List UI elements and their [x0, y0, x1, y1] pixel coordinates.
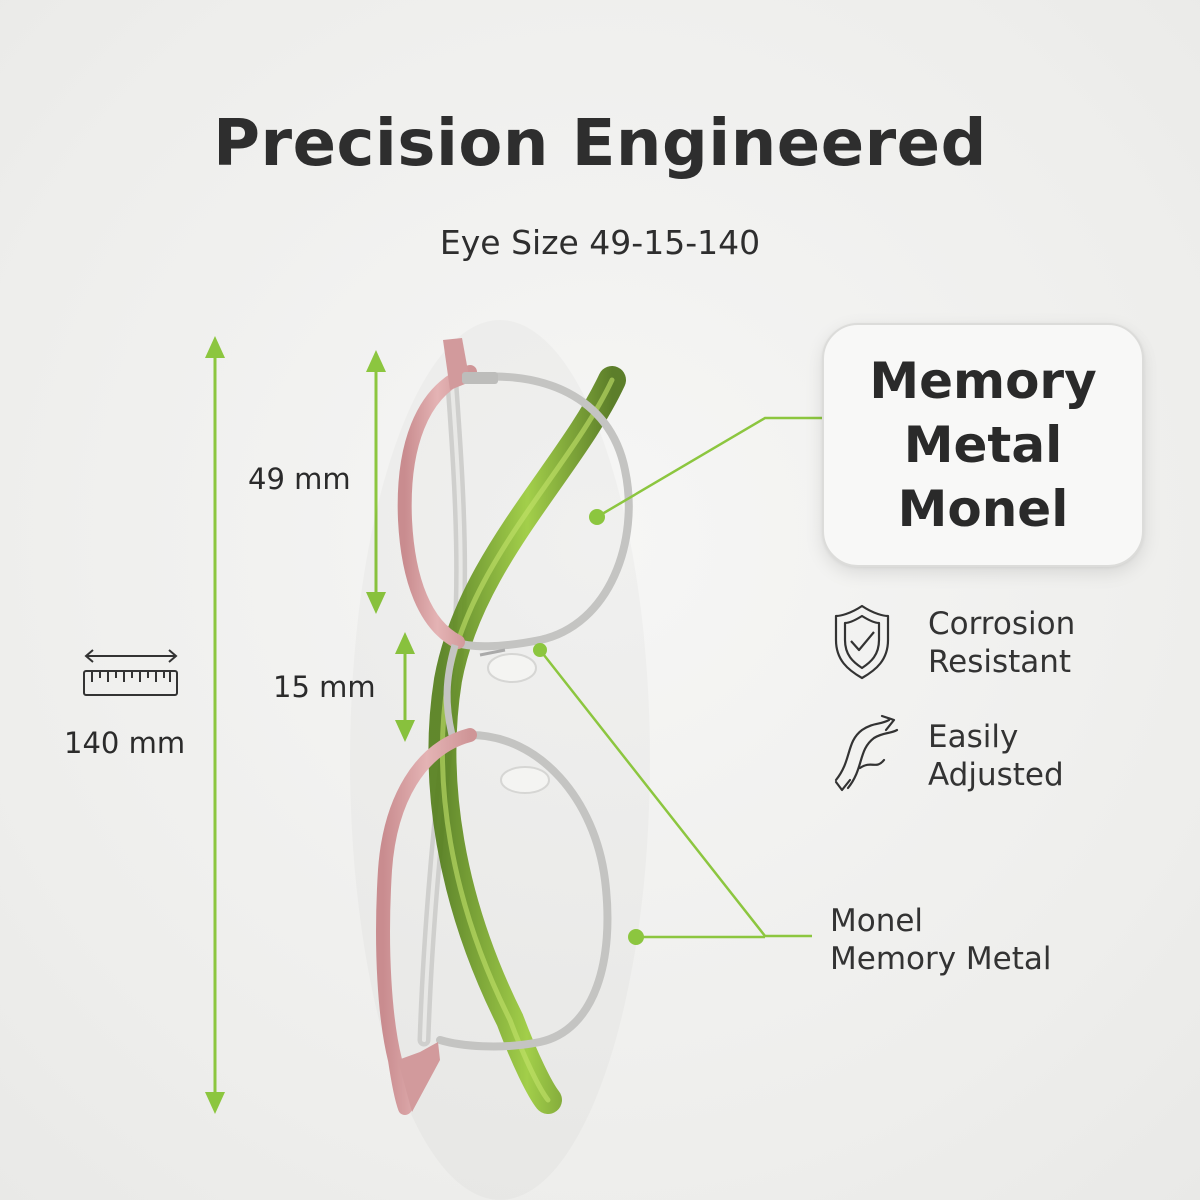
material-line-1: Memory — [869, 352, 1097, 410]
feature-easily-adjusted: Easily Adjusted — [928, 718, 1064, 794]
ruler-icon — [83, 649, 178, 696]
temple-length-arrow — [205, 336, 225, 1114]
feature-corrosion-resistant: Corrosion Resistant — [928, 605, 1075, 681]
feature-line: Adjusted — [928, 757, 1064, 793]
bridge — [443, 644, 459, 736]
bottom-lens-rim-silver — [436, 731, 612, 1051]
callout-line: Monel — [830, 903, 924, 939]
glasses-frame — [376, 338, 633, 1115]
callout-line: Memory Metal — [830, 941, 1052, 977]
page-title: Precision Engineered — [213, 107, 987, 181]
bottom-end-piece — [398, 1042, 440, 1112]
temple-length-label: 140 mm — [64, 726, 186, 760]
feature-line: Easily — [928, 719, 1019, 755]
nose-pad-bottom — [500, 766, 550, 794]
flex-arrows-icon — [834, 714, 899, 792]
material-line-2: Metal — [903, 416, 1063, 474]
lens-width-arrow — [366, 350, 386, 614]
callout-lines — [533, 416, 822, 945]
bridge-width-label: 15 mm — [273, 670, 376, 704]
material-badge: Memory Metal Monel — [822, 323, 1144, 567]
shield-check-icon — [834, 604, 890, 680]
page-subtitle: Eye Size 49-15-140 — [439, 223, 761, 262]
lens-width-label: 49 mm — [248, 462, 351, 496]
callout-monel-memory-metal: Monel Memory Metal — [830, 902, 1052, 978]
top-lens-rim-silver — [451, 372, 633, 651]
top-lens-rim-pink — [397, 365, 477, 649]
bottom-lens-rim-pink — [376, 728, 477, 1115]
nose-pad-top — [487, 653, 537, 683]
material-line-3: Monel — [897, 480, 1069, 538]
bridge-width-arrow — [395, 632, 415, 742]
feature-line: Corrosion — [928, 606, 1076, 642]
feature-line: Resistant — [928, 644, 1072, 680]
